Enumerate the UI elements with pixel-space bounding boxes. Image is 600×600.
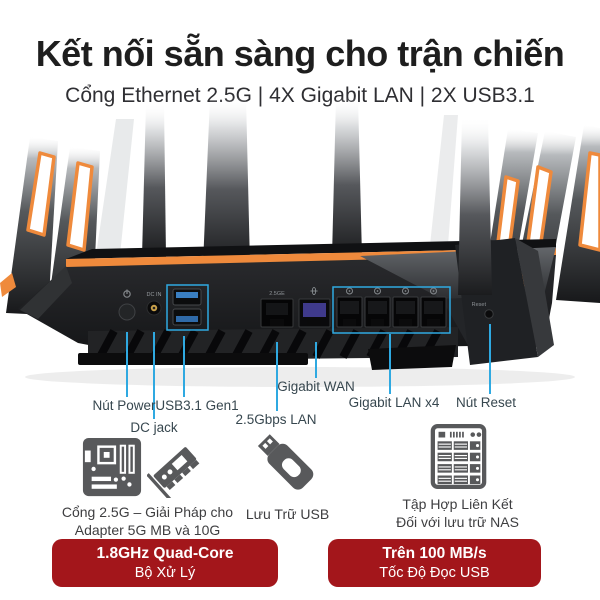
callout-line-reset <box>489 324 491 394</box>
usb-flash-drive-icon <box>257 434 314 490</box>
badge-usb-line1: Trên 100 MB/s <box>382 544 487 562</box>
callout-label-wan: Gigabit WAN <box>277 379 355 394</box>
nas-server-icon <box>430 423 487 490</box>
feature-nas: Tập Hợp Liên Kết Đối với lưu trữ NAS <box>385 423 530 531</box>
2-5ge-label: 2.5GE <box>269 291 285 297</box>
router-shadow <box>25 367 575 387</box>
callout-line-power <box>126 332 128 397</box>
callout-line-lan-2-5g <box>276 342 278 411</box>
badge-cpu: 1.8GHz Quad-Core Bộ Xử Lý <box>52 539 278 587</box>
feature-adapter-caption: Cổng 2.5G – Giải Pháp cho Adapter 5G MB … <box>61 504 234 539</box>
badge-cpu-line1: 1.8GHz Quad-Core <box>96 544 234 562</box>
reset-label: Reset <box>472 302 487 308</box>
badge-usb-line2: Tốc Độ Đọc USB <box>379 564 490 581</box>
motherboard-icon <box>82 437 142 497</box>
callout-label-lan-x4: Gigabit LAN x4 <box>348 395 440 410</box>
background-antennas <box>96 115 458 255</box>
lan-callout-box <box>332 286 451 334</box>
feature-usb-caption: Lưu Trữ USB <box>245 506 330 522</box>
callout-label-power: Nút Power <box>92 398 156 413</box>
badge-usb-speed: Trên 100 MB/s Tốc Độ Đọc USB <box>328 539 541 587</box>
callout-label-lan-2-5g: 2.5Gbps LAN <box>235 412 317 427</box>
dc-jack: DC IN <box>146 292 162 316</box>
vent-slats <box>96 329 442 359</box>
port-2-5g: 2.5GE <box>260 291 294 328</box>
power-button <box>118 289 136 321</box>
front-blade-antenna <box>458 117 492 295</box>
dc-in-label: DC IN <box>147 292 162 298</box>
router-illustration: DC IN 2.5GE <box>0 97 600 387</box>
blade-antennas <box>142 97 362 265</box>
badge-cpu-line2: Bộ Xử Lý <box>134 564 196 581</box>
callout-line-wan <box>315 342 317 378</box>
feature-adapter: Cổng 2.5G – Giải Pháp cho Adapter 5G MB … <box>55 436 240 539</box>
port-panel: DC IN 2.5GE <box>118 284 494 334</box>
callout-line-dc-jack <box>153 332 155 419</box>
usb-callout-box <box>166 284 209 331</box>
callout-label-dc-jack: DC jack <box>130 420 178 435</box>
feature-usb-storage: Lưu Trữ USB <box>225 427 350 523</box>
callout-label-reset: Nút Reset <box>455 395 517 410</box>
pcie-card-icon <box>147 447 200 498</box>
feature-nas-caption: Tập Hợp Liên Kết Đối với lưu trữ NAS <box>396 496 519 531</box>
page-title: Kết nối sẵn sàng cho trận chiến <box>35 33 565 74</box>
page-subtitle: Cổng Ethernet 2.5G | 4X Gigabit LAN | 2X… <box>65 84 535 107</box>
reset-button: Reset <box>472 302 494 319</box>
callout-label-usb: USB3.1 Gen1 <box>155 398 239 413</box>
usb-ports <box>166 284 209 331</box>
callout-line-usb <box>183 336 185 397</box>
lan-ports <box>332 286 451 334</box>
wan-port <box>298 286 331 328</box>
callout-line-lan-x4 <box>389 334 391 394</box>
